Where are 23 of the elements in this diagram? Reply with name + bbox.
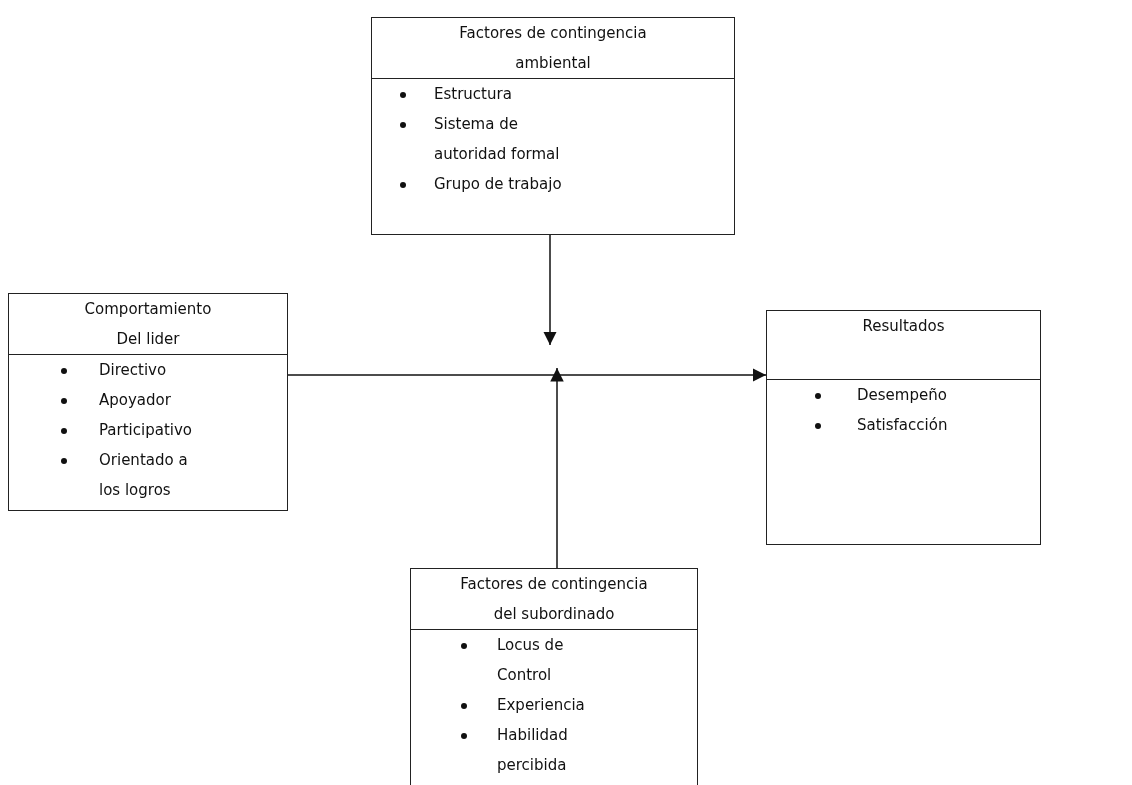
text-box (410, 568, 698, 785)
box-heading: Factores de contingencia ambiental (458, 23, 648, 74)
list-item: Directivo (99, 360, 167, 381)
arrow (287, 368, 767, 382)
arrow (543, 234, 557, 346)
text-box (371, 17, 735, 235)
box-heading: Resultados (862, 316, 945, 337)
text-box (8, 293, 288, 511)
list-item: Desempeño (857, 385, 947, 406)
arrow (550, 367, 564, 569)
list-item: Experiencia (497, 695, 585, 716)
list-item: Satisfacción (857, 415, 948, 436)
list-item: Grupo de trabajo (434, 174, 562, 195)
box-heading: Factores de contingencia del subordinado (459, 574, 649, 625)
list-item: Habilidad percibida (497, 725, 569, 776)
list-item: Locus de Control (497, 635, 565, 686)
list-item: Sistema de autoridad formal (434, 114, 561, 165)
box-heading: Comportamiento Del lider (83, 299, 213, 350)
list-item: Orientado a los logros (99, 450, 189, 501)
list-item: Participativo (99, 420, 192, 441)
text-box (766, 310, 1041, 545)
list-item: Apoyador (99, 390, 171, 411)
list-item: Estructura (434, 84, 512, 105)
